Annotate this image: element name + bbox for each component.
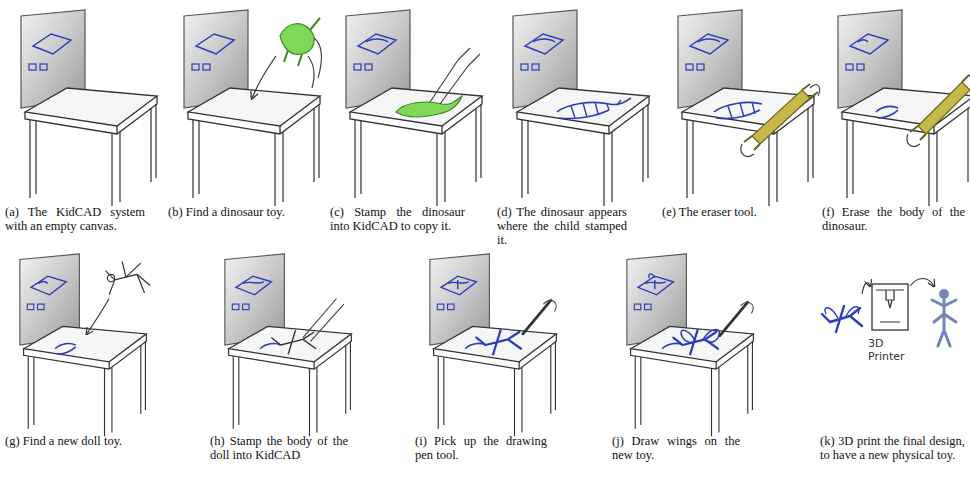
sketch-path <box>681 329 720 342</box>
panel-j <box>627 254 753 436</box>
sketch-path <box>720 302 748 335</box>
sketch-circle <box>107 274 114 281</box>
sketch-rect <box>872 284 908 330</box>
figure-caption: (h) Stamp the body of the doll into KidC… <box>210 434 348 462</box>
sketch-path <box>728 102 755 118</box>
sketch-path <box>876 290 904 322</box>
sketch-path <box>557 98 631 119</box>
sketch-path <box>396 96 462 117</box>
sketch-path <box>910 279 934 287</box>
sketch-path <box>303 299 344 342</box>
sketch-path <box>662 343 682 348</box>
caption-slot: (g) Find a new doll toy. <box>5 434 125 448</box>
sketch-path <box>571 100 621 118</box>
sketch-use <box>838 10 970 206</box>
sketch-path <box>645 274 665 289</box>
sketch-path <box>458 48 480 66</box>
panel-k <box>822 279 956 347</box>
sketch-path <box>476 330 521 354</box>
panel-h <box>225 254 351 436</box>
sketch-path <box>822 306 862 332</box>
figure-caption: (f) Erase the body of the dinosaur. <box>822 205 965 233</box>
figure-caption: (d) The dinosaur appears where the child… <box>497 205 627 247</box>
panel-d <box>513 10 649 206</box>
figure-caption: (b) Find a dinosaur toy. <box>168 205 286 219</box>
sketch-path <box>740 302 753 313</box>
sketch-path <box>907 74 970 146</box>
caption-slot: (e) The eraser tool. <box>662 205 802 219</box>
sketch-use <box>513 10 649 206</box>
sketch-path <box>87 299 109 334</box>
sketch-path <box>308 38 321 88</box>
caption-slot: (a) The KidCAD system with an empty canv… <box>5 205 145 233</box>
caption-slot: (k) 3D print the final design, to have a… <box>820 434 965 462</box>
sketch-path <box>744 84 818 150</box>
sketch-path <box>918 82 970 134</box>
sketch-path <box>284 18 320 66</box>
sketch-path <box>260 343 280 348</box>
sketch-use <box>20 254 146 436</box>
caption-slot: 3D Printer <box>868 338 914 363</box>
sketch-path <box>465 343 485 348</box>
figure-caption: (g) Find a new doll toy. <box>5 434 125 448</box>
sketch-path <box>543 301 556 312</box>
sketch-path <box>533 39 555 42</box>
sketch-path <box>280 24 314 55</box>
sketch-path <box>448 280 468 289</box>
figure-caption: (j) Draw wings on the new toy. <box>612 434 740 462</box>
sketch-path <box>55 343 75 354</box>
figure-caption: (k) 3D print the final design, to have a… <box>820 434 965 462</box>
figure-caption: (i) Pick up the drawing pen tool. <box>415 434 547 462</box>
sketch-path <box>430 60 468 104</box>
sketch-path <box>932 300 956 346</box>
caption-slot: (c) Stamp the dinosaur into KidCAD to co… <box>330 205 465 233</box>
sketch-path <box>825 307 859 318</box>
sketch-use <box>678 10 814 206</box>
caption-slot: (f) Erase the body of the dinosaur. <box>822 205 965 233</box>
caption-slot: (i) Pick up the drawing pen tool. <box>415 434 547 462</box>
sketch-path <box>366 39 388 42</box>
caption-slot: (d) The dinosaur appears where the child… <box>497 205 627 247</box>
sketch-use <box>346 10 482 206</box>
sketch-path <box>876 106 898 118</box>
figure-caption: (a) The KidCAD system with an empty canv… <box>5 205 145 233</box>
sketch-use <box>184 10 320 206</box>
caption-slot: (j) Draw wings on the new toy. <box>612 434 740 462</box>
sketch-use <box>627 254 753 436</box>
figure-caption: (e) The eraser tool. <box>662 205 802 219</box>
sketch-path <box>523 300 551 333</box>
panel-e <box>678 10 820 206</box>
sketch-circle <box>939 289 949 299</box>
sketch-path <box>38 282 47 284</box>
sketch-path <box>105 261 150 294</box>
sketch-path <box>741 85 820 157</box>
sketch-use <box>430 254 556 436</box>
caption-slot: (b) Find a dinosaur toy. <box>168 205 286 219</box>
handwritten-label: 3D Printer <box>868 338 914 363</box>
sketch-use <box>225 254 351 436</box>
sketch-path <box>698 39 720 42</box>
sketch-use <box>21 10 157 206</box>
sketch-path <box>862 283 870 294</box>
panel-a <box>21 10 157 206</box>
sketch-path <box>858 40 868 42</box>
sketch-path <box>243 282 263 284</box>
sketch-path <box>714 102 762 118</box>
caption-slot: (h) Stamp the body of the doll into KidC… <box>210 434 348 462</box>
panel-b <box>184 10 321 206</box>
figure-caption: (c) Stamp the dinosaur into KidCAD to co… <box>330 205 465 233</box>
sketch-path <box>252 56 276 98</box>
sketch-path <box>910 75 970 140</box>
panel-i <box>430 254 556 436</box>
panel-g <box>20 254 150 436</box>
sketch-path <box>271 330 316 354</box>
sketch-path <box>752 90 810 144</box>
panel-f <box>838 10 970 206</box>
panel-c <box>346 10 482 206</box>
